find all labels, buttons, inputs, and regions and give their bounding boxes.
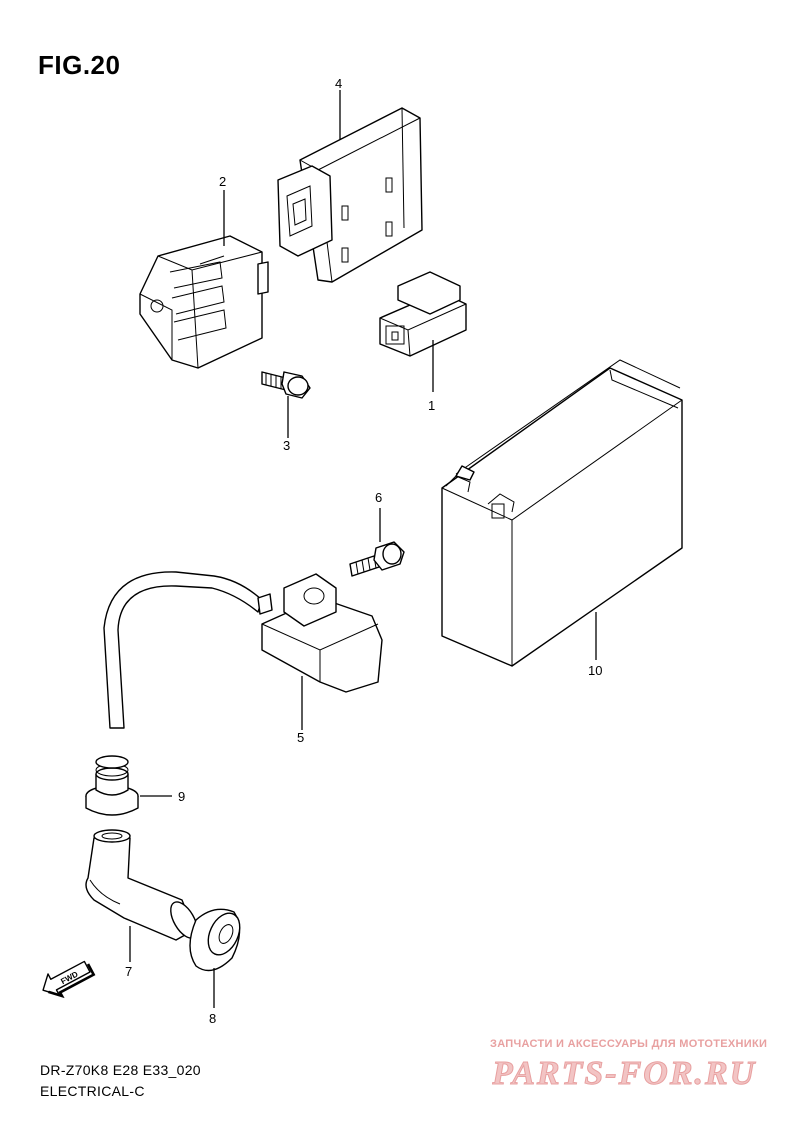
- watermark-tagline: ЗАПЧАСТИ И АКСЕССУАРЫ ДЛЯ МОТОТЕХНИКИ: [490, 1038, 768, 1050]
- part-5-ignition-coil[interactable]: [103, 571, 383, 729]
- footer-model-code: DR-Z70K8 E28 E33_020: [40, 1062, 201, 1078]
- part-number-4: 4: [335, 76, 342, 91]
- part-2-regulator-rectifier[interactable]: [139, 235, 269, 369]
- part-8-cap-seal[interactable]: [189, 908, 246, 972]
- part-number-1: 1: [428, 398, 435, 413]
- part-number-8: 8: [209, 1011, 216, 1026]
- part-10-battery[interactable]: [441, 359, 683, 667]
- watermark-logo-text: PARTS-FOR.RU: [492, 1055, 757, 1092]
- part-number-9: 9: [178, 789, 185, 804]
- part-7-plug-cap[interactable]: [85, 829, 203, 942]
- part-number-3: 3: [283, 438, 290, 453]
- part-3-bolt[interactable]: [261, 371, 311, 399]
- part-4-cdi-unit[interactable]: [277, 107, 423, 283]
- footer-section-name: ELECTRICAL-C: [40, 1083, 145, 1099]
- part-number-10: 10: [588, 663, 602, 678]
- part-6-bolt[interactable]: [349, 541, 405, 577]
- part-number-6: 6: [375, 490, 382, 505]
- part-1-coupler[interactable]: [379, 271, 467, 357]
- part-number-7: 7: [125, 964, 132, 979]
- part-number-5: 5: [297, 730, 304, 745]
- fwd-arrow-icon: FWD: [42, 960, 96, 999]
- part-number-2: 2: [219, 174, 226, 189]
- watermark-logo: PARTS-FOR.RU: [492, 1055, 757, 1093]
- part-9-grommet[interactable]: [85, 755, 139, 816]
- figure-title: FIG.20: [38, 50, 121, 80]
